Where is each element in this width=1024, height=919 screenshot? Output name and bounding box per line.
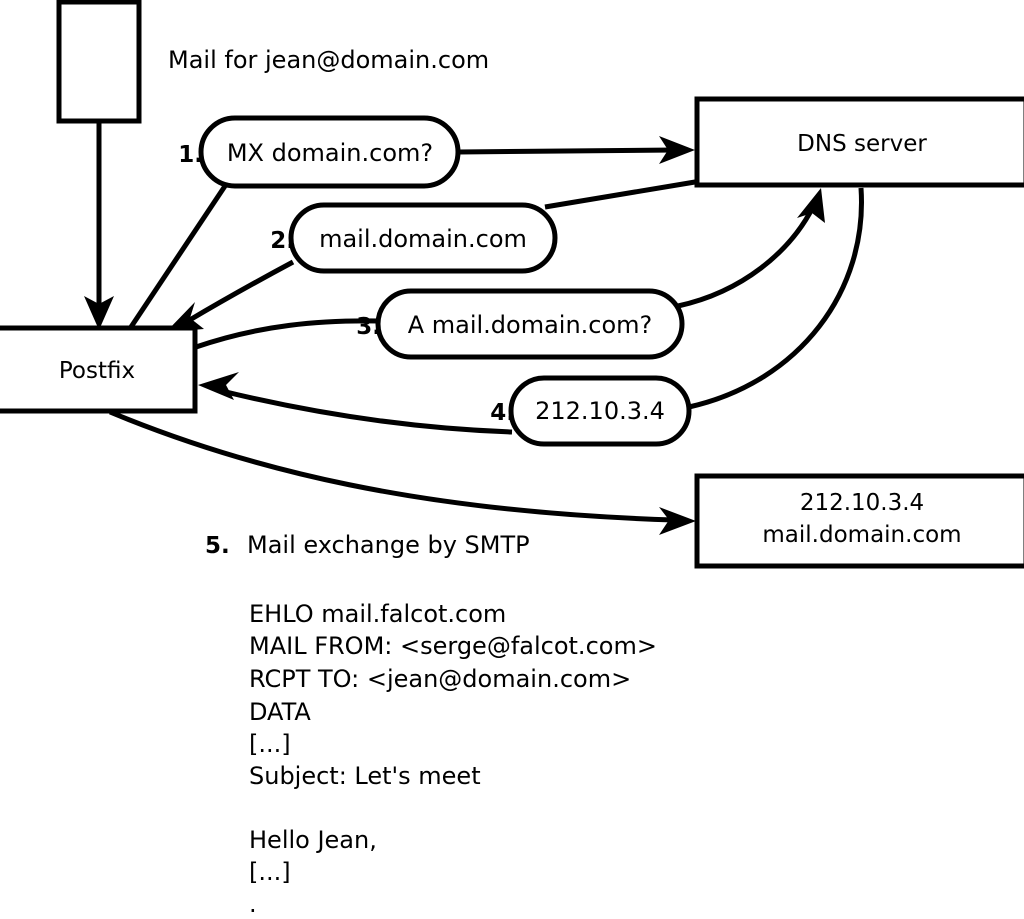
smtp-line-4: [...] bbox=[249, 730, 291, 758]
smtp-line-5: Subject: Let's meet bbox=[249, 762, 481, 790]
node-target-hostname: mail.domain.com bbox=[762, 522, 961, 548]
step-number-3: 3. bbox=[356, 314, 381, 340]
node-target-mailserver[interactable]: 212.10.3.4 mail.domain.com bbox=[694, 473, 1024, 569]
node-postfix[interactable]: Postfix bbox=[0, 325, 198, 414]
smtp-line-1: MAIL FROM: <serge@falcot.com> bbox=[249, 632, 657, 660]
bubble-step-2-label: mail.domain.com bbox=[319, 225, 527, 253]
bubble-step-4-label: 212.10.3.4 bbox=[535, 397, 665, 425]
node-postfix-label: Postfix bbox=[59, 358, 135, 384]
node-dns-server[interactable]: DNS server bbox=[694, 96, 1024, 188]
bubble-step-1-label: MX domain.com? bbox=[227, 139, 433, 167]
edge-postfix-to-query-mx bbox=[128, 184, 228, 329]
bubble-step-2[interactable]: mail.domain.com bbox=[288, 202, 558, 274]
step-number-4: 4. bbox=[490, 400, 515, 426]
caption-mail-for: Mail for jean@domain.com bbox=[168, 46, 489, 74]
bubble-step-1[interactable]: MX domain.com? bbox=[198, 115, 461, 189]
edge-query-mx-to-dns bbox=[458, 136, 695, 164]
node-target-ip: 212.10.3.4 bbox=[800, 490, 924, 516]
smtp-line-3: DATA bbox=[249, 698, 311, 726]
smtp-line-9: . bbox=[249, 890, 257, 918]
bubble-step-4[interactable]: 212.10.3.4 bbox=[508, 375, 692, 447]
edge-answer-a-to-postfix bbox=[198, 372, 513, 435]
edge-dns-to-answer-a bbox=[688, 187, 864, 410]
step-5-label: Mail exchange by SMTP bbox=[247, 531, 530, 559]
edge-answer-mx-to-postfix bbox=[166, 259, 295, 332]
edge-dns-to-answer-mx bbox=[544, 179, 696, 210]
node-dns-server-label: DNS server bbox=[797, 131, 927, 157]
step-number-5: 5. bbox=[205, 533, 230, 559]
edge-query-a-to-dns bbox=[677, 188, 825, 309]
smtp-line-2: RCPT TO: <jean@domain.com> bbox=[249, 665, 631, 693]
smtp-line-0: EHLO mail.falcot.com bbox=[249, 600, 506, 628]
edge-client-to-postfix bbox=[84, 122, 114, 330]
bubble-step-3[interactable]: A mail.domain.com? bbox=[375, 288, 685, 360]
edge-postfix-to-query-a bbox=[195, 318, 380, 350]
smtp-line-8: [...] bbox=[249, 858, 291, 886]
edge-postfix-to-target bbox=[109, 409, 696, 535]
step-number-1: 1. bbox=[178, 142, 203, 168]
step-number-2: 2. bbox=[270, 228, 295, 254]
bubble-step-3-label: A mail.domain.com? bbox=[408, 311, 653, 339]
node-client-box[interactable] bbox=[56, 0, 142, 124]
smtp-line-7: Hello Jean, bbox=[249, 826, 377, 854]
